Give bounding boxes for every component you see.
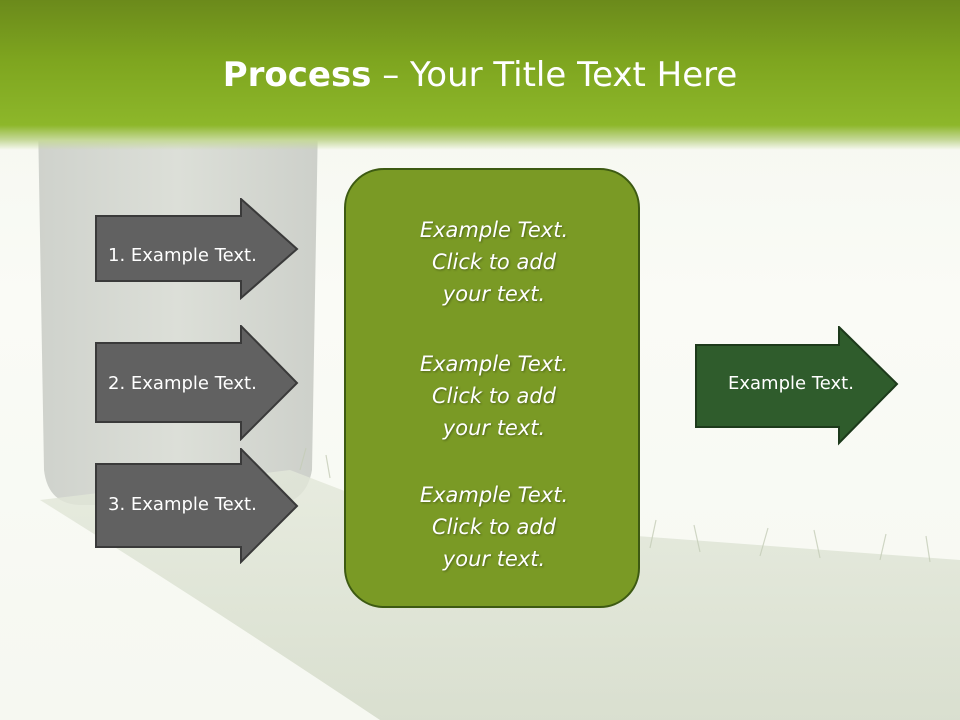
left-arrow-label-1: 1. Example Text. xyxy=(108,245,257,266)
block-2-line-3: your text. xyxy=(442,416,546,440)
left-arrow-1[interactable] xyxy=(95,198,300,300)
block-1-line-1: Example Text. xyxy=(419,218,569,242)
left-arrow-label-2: 2. Example Text. xyxy=(108,373,257,394)
block-3-line-2: Click to add xyxy=(431,515,556,539)
center-text-block-3: Example Text. Click to add your text. xyxy=(346,479,642,575)
title-bold: Process xyxy=(222,55,372,95)
right-arrow-label: Example Text. xyxy=(728,373,854,394)
block-2-line-2: Click to add xyxy=(431,384,556,408)
block-2-line-1: Example Text. xyxy=(419,352,569,376)
block-3-line-1: Example Text. xyxy=(419,483,569,507)
left-arrow-3[interactable] xyxy=(95,448,300,564)
header-band xyxy=(0,0,960,150)
right-arrow[interactable] xyxy=(695,326,900,446)
center-text-block-1: Example Text. Click to add your text. xyxy=(346,214,642,310)
title-rest: – Your Title Text Here xyxy=(371,55,738,95)
block-1-line-2: Click to add xyxy=(431,250,556,274)
left-arrow-label-3: 3. Example Text. xyxy=(108,494,257,515)
center-text-box[interactable]: Example Text. Click to add your text. Ex… xyxy=(344,168,640,608)
slide-title: Process – Your Title Text Here xyxy=(0,52,960,98)
center-text-block-2: Example Text. Click to add your text. xyxy=(346,348,642,444)
block-1-line-3: your text. xyxy=(442,282,546,306)
left-arrow-2[interactable] xyxy=(95,325,300,441)
block-3-line-3: your text. xyxy=(442,547,546,571)
